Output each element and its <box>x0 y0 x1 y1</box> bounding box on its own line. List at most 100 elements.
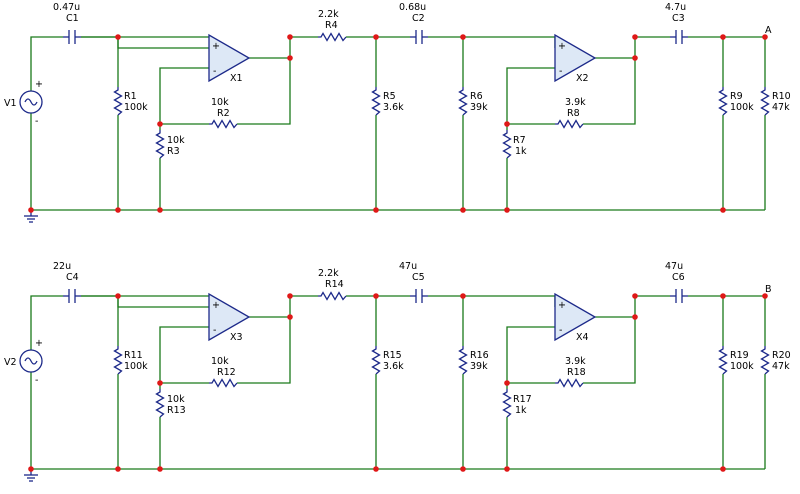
resistor-ref: R4 <box>325 20 338 31</box>
junction-dot <box>504 121 510 127</box>
opamp-minus-label: - <box>559 66 562 77</box>
resistor <box>113 346 123 375</box>
resistor-value: 100k <box>124 102 148 113</box>
opamp-ref: X1 <box>230 73 243 84</box>
junction-dot <box>115 466 121 472</box>
junction-dot <box>632 55 638 61</box>
wire <box>595 295 670 318</box>
wire <box>117 37 209 49</box>
capacitor-value: 0.68u <box>399 2 426 13</box>
voltage-source: +- <box>19 338 43 386</box>
junction-dot <box>115 34 121 40</box>
junction-dot <box>287 34 293 40</box>
wire <box>583 317 636 384</box>
capacitor-value: 47u <box>399 261 417 272</box>
junction-dot <box>373 293 379 299</box>
opamp: +- <box>554 33 597 83</box>
resistor-value: 10k <box>211 356 229 367</box>
resistor-ref: R6 <box>470 91 483 102</box>
resistor <box>760 346 770 375</box>
resistor-ref: R12 <box>217 367 236 378</box>
junction-dot <box>460 293 466 299</box>
resistor-ref: R14 <box>325 279 344 290</box>
resistor <box>209 119 238 129</box>
resistor-value: 47k <box>772 102 790 113</box>
resistor-ref: R9 <box>730 91 743 102</box>
junction-dot <box>373 34 379 40</box>
opamp: +- <box>208 33 251 83</box>
wire <box>428 36 556 48</box>
opamp-ref: X3 <box>230 332 243 343</box>
capacitor-ref: C6 <box>672 272 685 283</box>
resistor-value: 3.6k <box>383 102 404 113</box>
junction-dot <box>762 34 768 40</box>
resistor-ref: R2 <box>217 108 230 119</box>
wire <box>237 58 291 125</box>
sine-icon <box>24 98 38 106</box>
sine-icon <box>24 357 38 365</box>
opamp-triangle <box>554 33 597 83</box>
resistor-value: 47k <box>772 361 790 372</box>
junction-dot <box>287 293 293 299</box>
resistor-value: 1k <box>515 146 527 157</box>
wire <box>249 295 318 318</box>
wire <box>30 36 63 91</box>
resistor <box>458 346 468 375</box>
opamp-minus-label: - <box>213 325 216 336</box>
resistor <box>718 346 728 375</box>
wire <box>117 296 209 308</box>
junction-dot <box>632 314 638 320</box>
opamp-plus-label: + <box>558 300 566 311</box>
wire <box>506 326 555 389</box>
junction-dot <box>504 466 510 472</box>
resistor-value: 3.9k <box>565 97 586 108</box>
resistor-ref: R11 <box>124 350 143 361</box>
junction-dot <box>460 466 466 472</box>
resistor-ref: R7 <box>513 135 526 146</box>
resistor-ref: R16 <box>470 350 489 361</box>
wire <box>428 295 556 307</box>
resistor-value: 10k <box>167 135 185 146</box>
opamp-ref: X2 <box>576 73 589 84</box>
resistor-ref: R20 <box>772 350 791 361</box>
resistor-value: 39k <box>470 102 488 113</box>
junction-dot <box>157 380 163 386</box>
resistor-ref: R13 <box>167 405 186 416</box>
capacitor-ref: C4 <box>66 272 79 283</box>
junction-dot <box>157 121 163 127</box>
resistor-value: 3.6k <box>383 361 404 372</box>
junction-dot <box>504 380 510 386</box>
voltage-source: +- <box>19 79 43 127</box>
capacitor-value: 0.47u <box>53 2 80 13</box>
resistor-ref: R3 <box>167 146 180 157</box>
junction-dot <box>157 466 163 472</box>
capacitor <box>670 30 688 44</box>
capacitor <box>410 30 428 44</box>
opamp-minus-label: - <box>213 66 216 77</box>
resistor-ref: R15 <box>383 350 402 361</box>
opamp-triangle <box>208 292 251 342</box>
junction-dot <box>373 207 379 213</box>
wire <box>159 67 209 130</box>
resistor <box>555 378 584 388</box>
resistor <box>155 389 165 418</box>
resistor <box>502 389 512 418</box>
resistor-ref: R17 <box>513 394 532 405</box>
capacitor-value: 4.7u <box>665 2 686 13</box>
capacitor <box>410 289 428 303</box>
wire <box>583 58 636 125</box>
resistor <box>371 346 381 375</box>
capacitor-value: 47u <box>665 261 683 272</box>
junction-dot <box>632 34 638 40</box>
resistor-ref: R18 <box>567 367 586 378</box>
resistor-ref: R19 <box>730 350 749 361</box>
resistor-value: 2.2k <box>318 268 339 279</box>
junction-dot <box>28 466 34 472</box>
resistor-ref: R5 <box>383 91 396 102</box>
resistor-ref: R10 <box>772 91 791 102</box>
junction-dot <box>632 293 638 299</box>
junction-dot <box>460 34 466 40</box>
source-circle <box>19 349 43 373</box>
capacitor-ref: C2 <box>412 13 425 24</box>
resistor <box>371 87 381 116</box>
